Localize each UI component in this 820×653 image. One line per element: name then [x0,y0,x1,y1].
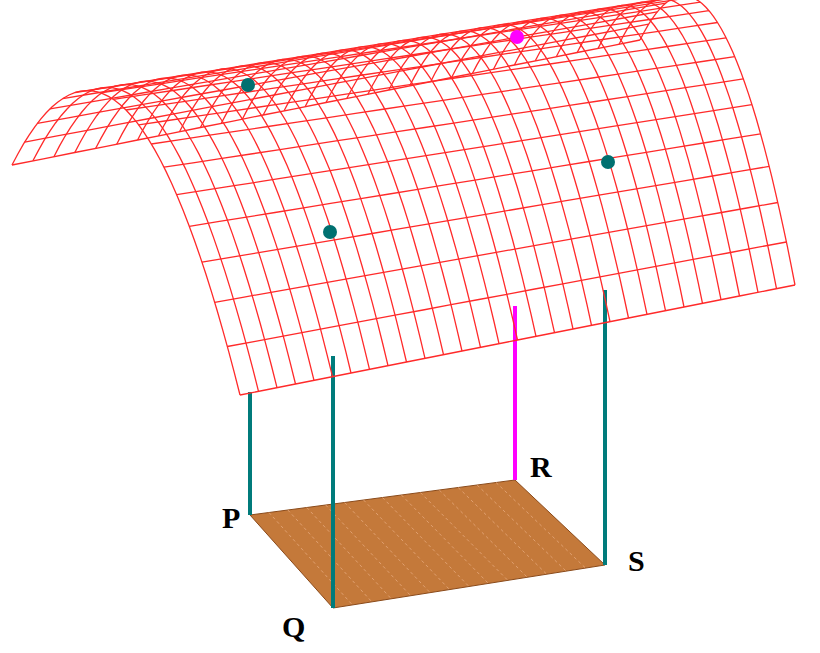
mesh-line [189,134,760,227]
mesh-line [138,72,351,373]
base-texture-line [439,490,527,577]
mesh-line [514,15,684,307]
mesh-line [284,50,480,347]
mesh-line [139,38,726,125]
mesh-line [431,28,610,322]
mesh-line [473,21,648,314]
mesh-line [227,242,786,347]
mesh-line [305,47,499,344]
mesh-line [240,285,795,395]
base-texture-line [496,483,585,569]
mesh-line [452,25,629,319]
surface-dot [241,78,255,92]
post-s [603,290,607,565]
surface-dot [510,30,524,44]
base-texture [269,483,586,605]
mesh-line [389,34,573,329]
point-label: Q [282,612,305,642]
mesh-line [113,11,709,100]
point-label: R [530,452,552,482]
post-r [513,306,517,480]
base-texture-line [458,488,547,575]
base-texture-line [364,500,450,590]
mesh-line [326,44,518,340]
base-texture-line [477,485,566,571]
mesh-line [263,53,462,351]
mesh-line [215,203,778,303]
mesh-line [63,0,675,99]
point-label: P [222,503,240,533]
mesh-line [221,59,425,358]
surface-mesh [12,0,795,395]
surface-dot [601,155,615,169]
mesh-line [101,2,701,93]
base-texture-line [383,498,470,587]
post-p [248,392,252,515]
post-q [331,356,335,608]
mesh-line [151,57,734,144]
mesh-line [410,31,592,326]
mesh-line [368,37,555,333]
base-texture-line [269,513,353,605]
base-texture-line [307,508,392,599]
base-texture-line [401,495,488,583]
surface-dot [323,225,337,239]
mesh-line [242,56,443,355]
base-texture-line [420,493,508,581]
base-rectangle [250,480,605,608]
mesh-line [202,166,769,262]
base-texture-line [288,510,372,602]
mesh-line [164,79,743,167]
mesh-line [347,40,536,336]
base-texture-line [345,503,431,593]
mesh-line [494,18,666,311]
point-label: S [628,546,645,576]
mesh-line [640,0,795,285]
base-texture-line [326,505,411,596]
